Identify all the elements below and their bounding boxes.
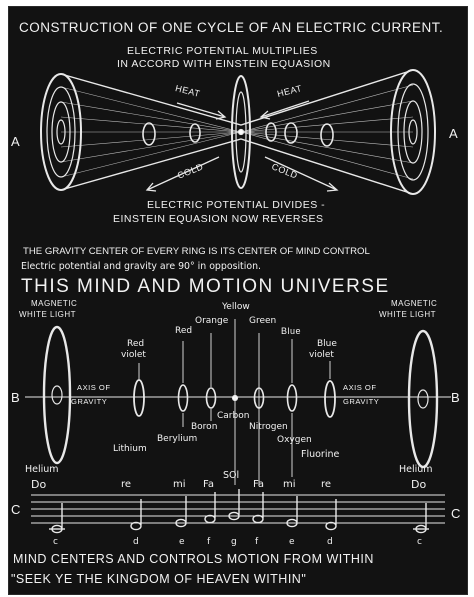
solfege-fa-left: Fa <box>203 479 214 490</box>
ring-berylium <box>177 384 189 412</box>
element-oxygen: Oxygen <box>277 435 312 445</box>
note-letter: e <box>179 537 185 547</box>
center-disc <box>231 75 251 189</box>
row-label-b-left: B <box>11 390 21 405</box>
element-lithium: Lithium <box>113 444 147 454</box>
element-fluorine: Fluorine <box>301 449 340 460</box>
row-label-a-right: A <box>449 126 459 141</box>
solfege-sol: SOl <box>223 470 240 481</box>
footer-line-1: MIND CENTERS AND CONTROLS MOTION FROM WI… <box>13 552 374 566</box>
ring-oxygen <box>286 384 298 412</box>
color-orange: Orange <box>195 316 229 326</box>
color-yellow: Yellow <box>222 302 250 312</box>
element-helium-left: Helium <box>25 464 59 475</box>
magnetic-left-line-1: MAGNETIC <box>31 299 78 308</box>
note-c-left <box>49 503 65 534</box>
cone-rays <box>60 84 414 180</box>
note-e-left <box>175 496 187 528</box>
color-blue-violet-line-1: Blue <box>317 339 337 349</box>
ring-fluorine <box>324 380 336 418</box>
note-d-left <box>130 499 142 531</box>
axis-label-left-line-2: GRAVITY <box>71 397 108 406</box>
heat-arrow-right <box>259 100 310 120</box>
solfege-do-left: Do <box>31 478 47 491</box>
cold-arrow-left <box>145 156 220 192</box>
headline: THIS MIND AND MOTION UNIVERSE <box>21 276 390 297</box>
footer-line-2: "SEEK YE THE KINGDOM OF HEAVEN WITHIN" <box>11 572 307 586</box>
color-red-violet-line-1: Red <box>127 339 145 349</box>
gravity-center-statement: THE GRAVITY CENTER OF EVERY RING IS ITS … <box>23 246 370 257</box>
color-blue-violet-line-2: violet <box>309 350 334 360</box>
magnetic-right-line-2: WHITE LIGHT <box>379 310 437 319</box>
solfege-fa-right: Fa <box>253 479 264 490</box>
row-label-a-left: A <box>11 134 21 149</box>
top-note-line-1: ELECTRIC POTENTIAL MULTIPLIES <box>127 45 318 57</box>
element-helium-right: Helium <box>399 464 433 475</box>
solfege-mi-right: mi <box>283 479 296 490</box>
note-d-right <box>325 499 337 531</box>
cone-diagram <box>40 69 436 195</box>
color-red: Red <box>175 326 193 336</box>
note-letter: e <box>289 537 295 547</box>
ring-boron <box>205 387 217 409</box>
note-g <box>228 489 240 521</box>
solfege-re-left: re <box>121 479 132 490</box>
note-c-right <box>413 503 429 534</box>
diagram-artwork <box>25 69 451 534</box>
bottom-note-line-1: ELECTRIC POTENTIAL DIVIDES - <box>147 199 326 211</box>
note-e-right <box>286 496 298 528</box>
opposition-statement: Electric potential and gravity are 90° i… <box>21 261 261 272</box>
color-blue: Blue <box>281 326 302 336</box>
staff-lines <box>31 494 445 524</box>
chalkboard: CONSTRUCTION OF ONE CYCLE OF AN ELECTRIC… <box>8 6 468 595</box>
cold-arrow-right <box>264 156 339 192</box>
axis-label-right-line-2: GRAVITY <box>343 397 380 406</box>
top-note-line-2: IN ACCORD WITH EINSTEIN EQUASION <box>117 58 331 70</box>
diagram-title: CONSTRUCTION OF ONE CYCLE OF AN ELECTRIC… <box>19 20 444 35</box>
note-letter: c <box>417 537 422 547</box>
ring-left-1 <box>142 122 156 146</box>
color-leader-lines <box>138 319 331 485</box>
note-letter: d <box>133 537 139 547</box>
musical-staff <box>31 489 445 534</box>
color-green: Green <box>249 316 277 326</box>
bottom-note-line-2: EINSTEIN EQUASION NOW REVERSES <box>113 213 324 225</box>
notes <box>49 489 429 534</box>
color-red-violet-line-2: violet <box>121 350 146 360</box>
ring-lithium <box>133 379 145 417</box>
axis-label-right-line-1: AXIS OF <box>343 383 377 392</box>
cone-outline <box>60 69 414 195</box>
center-point <box>237 128 245 136</box>
note-f-right <box>252 492 264 524</box>
row-label-c-left: C <box>11 502 21 517</box>
helium-ring-right <box>407 329 439 469</box>
row-label-c-right: C <box>451 506 461 521</box>
helium-ring-left <box>42 325 72 465</box>
solfege-re-right: re <box>321 479 332 490</box>
note-letter: f <box>207 537 211 547</box>
ring-left-2 <box>189 123 201 143</box>
note-letter: c <box>53 537 58 547</box>
element-nitrogen: Nitrogen <box>249 422 288 432</box>
magnetic-left-line-2: WHITE LIGHT <box>19 310 77 319</box>
note-letter: g <box>231 537 237 547</box>
element-boron: Boron <box>191 422 218 432</box>
solfege-mi-left: mi <box>173 479 186 490</box>
ring-right-1 <box>265 122 277 142</box>
note-letter: d <box>327 537 333 547</box>
note-letter: f <box>255 537 259 547</box>
element-berylium: Berylium <box>157 434 198 444</box>
ring-right-3 <box>320 123 334 147</box>
row-label-b-right: B <box>451 390 461 405</box>
axis-label-left-line-1: AXIS OF <box>77 383 111 392</box>
ring-right-2 <box>284 122 298 144</box>
heat-arrow-left <box>176 102 227 120</box>
note-f-left <box>204 492 216 524</box>
magnetic-right-line-1: MAGNETIC <box>391 299 438 308</box>
element-carbon: Carbon <box>217 411 250 421</box>
spectrum-diagram <box>25 319 451 485</box>
solfege-do-right: Do <box>411 478 427 491</box>
